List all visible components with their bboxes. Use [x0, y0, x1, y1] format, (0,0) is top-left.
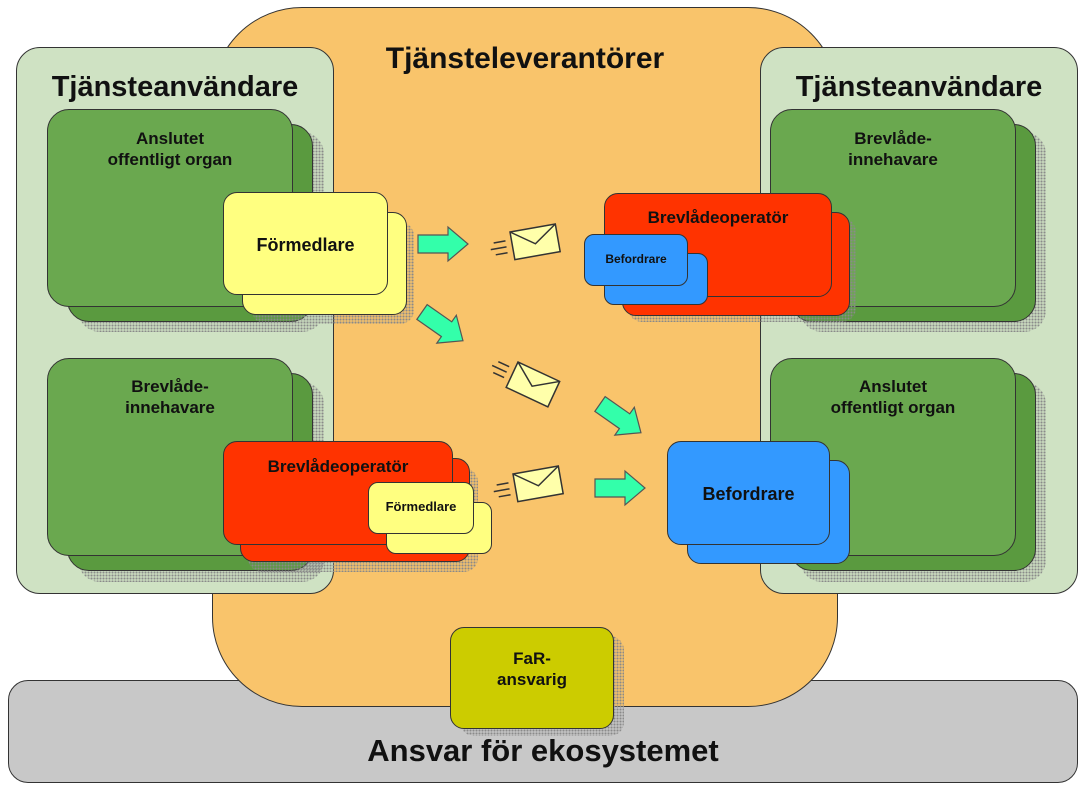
left-user-title: Tjänsteanvändare: [51, 71, 299, 103]
arrow-icon: [411, 297, 474, 356]
far-label: FaR- ansvarig: [497, 649, 567, 690]
arrow-icon: [589, 389, 652, 448]
envelope-icon: [490, 465, 564, 507]
right-befordrare-label: Befordrare: [702, 484, 795, 504]
left-small-formedlare: [368, 482, 474, 534]
left-formedlare-label: Förmedlare: [256, 235, 355, 255]
right-top-org-label: Brevlåde- innehavare: [848, 129, 938, 170]
left-operator-label: Brevlådeoperatör: [267, 457, 409, 476]
left-top-org-label: Anslutet offentligt organ: [107, 129, 233, 170]
right-small-befordrare-label: Befordrare: [605, 252, 667, 266]
far-box: [450, 627, 614, 729]
envelope-icon: [485, 351, 561, 408]
right-user-title: Tjänsteanvändare: [795, 71, 1043, 103]
left-small-formedlare-label: Förmedlare: [385, 499, 457, 514]
right-operator-label: Brevlådeoperatör: [647, 208, 789, 227]
left-formedlare: [223, 192, 388, 295]
provider-title: Tjänsteleverantörer: [385, 42, 665, 75]
ecosystem-label: Ansvar för ekosystemet: [367, 733, 719, 768]
left-bottom-org-label: Brevlåde- innehavare: [125, 377, 215, 418]
arrow-icon: [417, 226, 469, 262]
right-befordrare: [667, 441, 830, 545]
right-small-befordrare: [584, 234, 688, 286]
arrow-icon: [594, 470, 646, 506]
envelope-icon: [487, 223, 561, 265]
right-bottom-org-label: Anslutet offentligt organ: [830, 377, 956, 418]
